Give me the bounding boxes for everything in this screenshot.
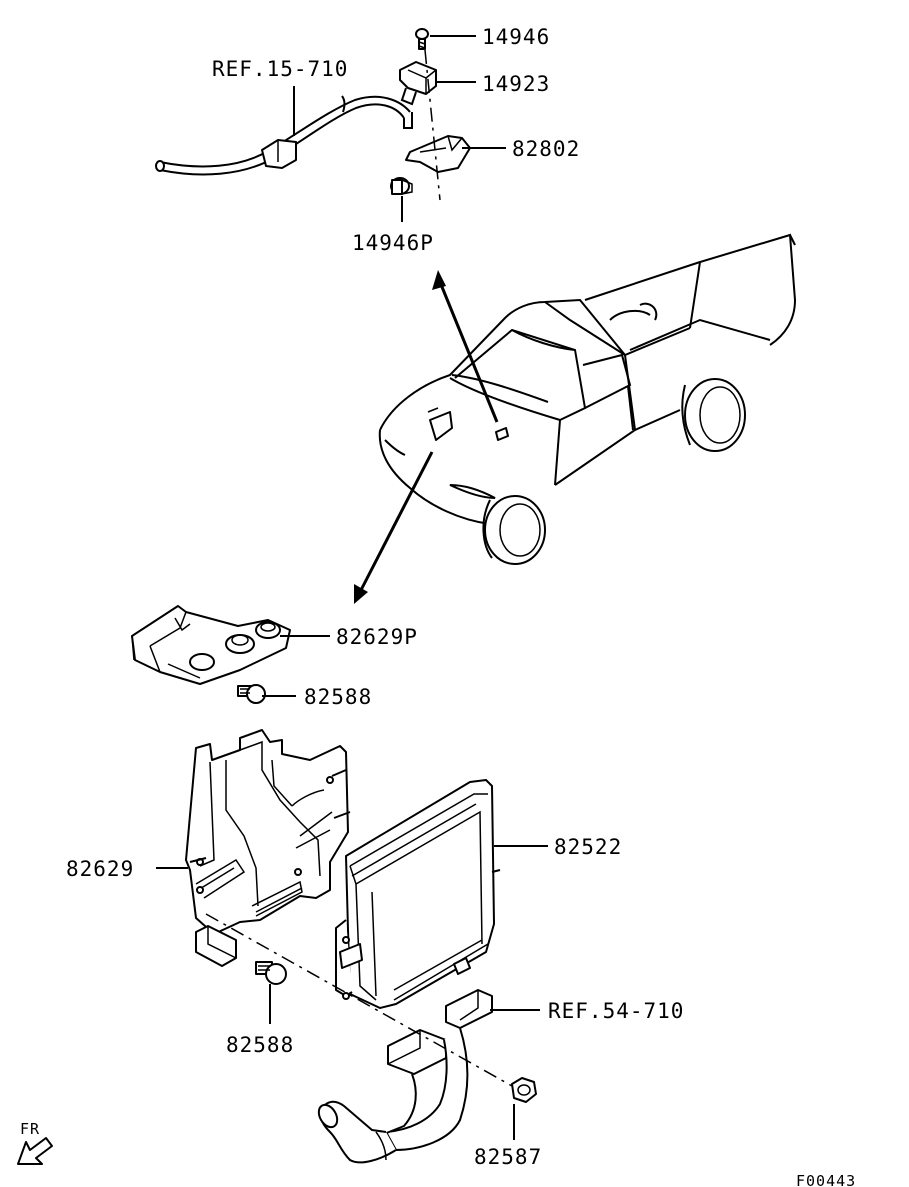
label-14946: 14946 xyxy=(482,25,550,49)
engine-control-unit xyxy=(335,779,501,1009)
pressure-sensor xyxy=(399,61,437,106)
label-14946P: 14946P xyxy=(352,231,434,255)
arrow-head-up xyxy=(432,270,446,290)
wiring-harness xyxy=(317,989,493,1164)
label-ref-15-710: REF.15-710 xyxy=(212,57,348,81)
bolt-82588-lower xyxy=(255,961,287,985)
label-82587: 82587 xyxy=(474,1145,542,1169)
ecu-upper-bracket xyxy=(131,605,291,685)
bolt-82588-upper xyxy=(237,684,266,704)
ecu-mount-plate xyxy=(185,729,351,967)
vacuum-hose xyxy=(155,95,413,176)
bracket-bolt xyxy=(390,177,413,195)
label-fr: FR xyxy=(20,1120,40,1138)
front-direction-indicator: FR xyxy=(17,1120,53,1165)
lower-axis-line xyxy=(205,913,513,1087)
top-screw xyxy=(415,28,429,50)
label-82522: 82522 xyxy=(554,835,622,859)
pickup-truck xyxy=(378,233,797,565)
nut-82587 xyxy=(511,1077,537,1103)
label-82588-lower: 82588 xyxy=(226,1033,294,1057)
arrow-head-down xyxy=(354,584,368,604)
leader-lines xyxy=(156,35,548,1140)
top-axis-line xyxy=(424,49,441,201)
label-82629P: 82629P xyxy=(336,625,418,649)
label-82802: 82802 xyxy=(512,137,580,161)
label-82629: 82629 xyxy=(66,857,134,881)
sensor-bracket xyxy=(405,135,471,173)
figure-code: F00443 xyxy=(796,1172,856,1187)
label-14923: 14923 xyxy=(482,72,550,96)
label-ref-54-710: REF.54-710 xyxy=(548,999,684,1023)
arrow-to-sensor xyxy=(438,281,499,423)
front-arrow-icon xyxy=(17,1137,53,1165)
arrow-to-ecu xyxy=(358,451,434,593)
label-82588-upper: 82588 xyxy=(304,685,372,709)
